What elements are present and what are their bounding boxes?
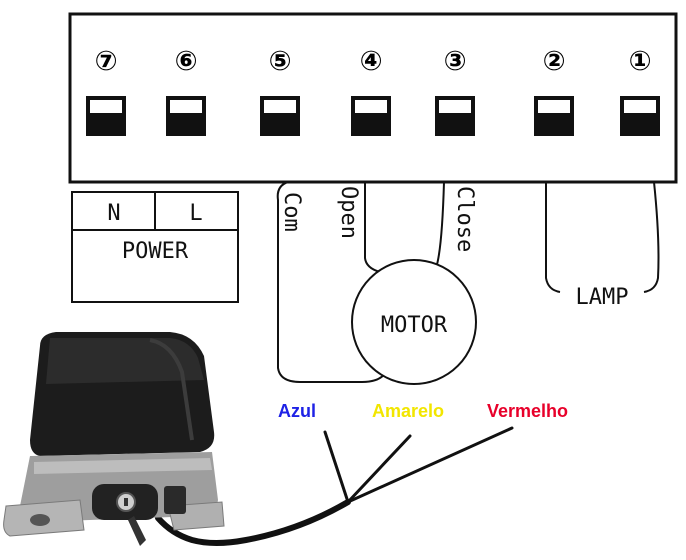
terminal-6-number: ⑥: [175, 46, 198, 77]
strand-amarelo: [346, 434, 412, 504]
power-n-label: N: [107, 201, 120, 226]
power-box: N L POWER: [71, 191, 239, 303]
close-label: Close: [452, 186, 477, 252]
gate-opener-motor: [3, 332, 225, 546]
com-wire: [276, 181, 387, 383]
terminal-switches: [86, 96, 660, 136]
main-cable: [155, 499, 351, 546]
terminal-3-number: ③: [444, 46, 467, 77]
terminal-2-number: ②: [543, 46, 566, 77]
terminal-7-number: ⑦: [95, 46, 118, 77]
lamp-label: LAMP: [576, 285, 629, 310]
power-l-label: L: [189, 201, 202, 226]
open-wire: [364, 182, 381, 273]
motor-label: MOTOR: [381, 313, 448, 338]
lamp-bracket: [545, 182, 561, 293]
terminal-5-number: ⑤: [269, 46, 292, 77]
terminal-4-number: ④: [360, 46, 383, 77]
open-label: Open: [336, 186, 361, 239]
terminal-6-screw: [166, 96, 206, 136]
wire-label-amarelo: Amarelo: [372, 401, 444, 421]
strand-azul: [323, 430, 350, 504]
terminal-numbers: ⑦ ⑥ ⑤ ④ ③ ② ①: [95, 46, 652, 77]
terminal-1-screw: [620, 96, 660, 136]
motor-cable: [155, 426, 514, 546]
power-label: POWER: [122, 239, 189, 264]
com-label: Com: [279, 192, 304, 232]
terminal-5-screw: [260, 96, 300, 136]
wire-label-azul: Azul: [278, 401, 316, 421]
terminal-3-screw: [435, 96, 475, 136]
close-wire: [435, 181, 445, 269]
terminal-7-screw: [86, 96, 126, 136]
wire-label-vermelho: Vermelho: [487, 401, 568, 421]
strand-vermelho: [346, 426, 514, 504]
motor-symbol: [351, 259, 477, 385]
terminal-4-screw: [351, 96, 391, 136]
terminal-1-number: ①: [629, 46, 652, 77]
terminal-2-screw: [534, 96, 574, 136]
